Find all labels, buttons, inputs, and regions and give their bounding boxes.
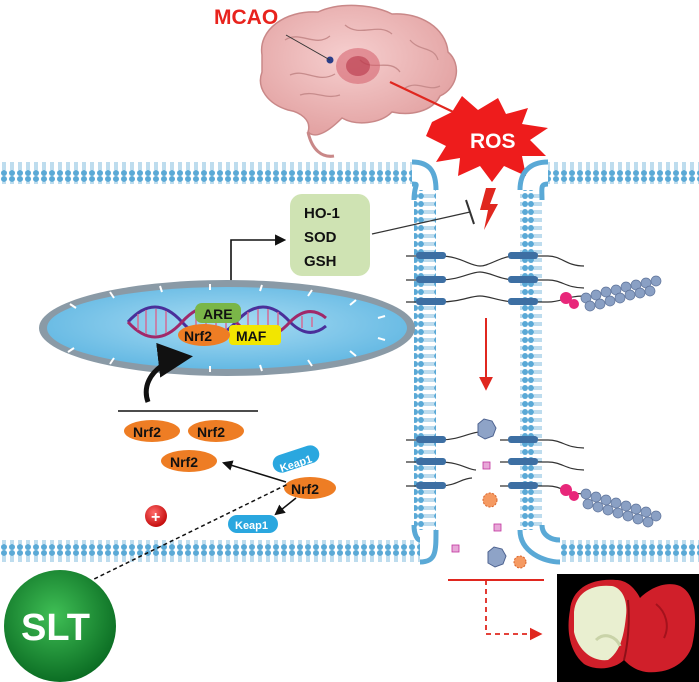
nuclear-translocation-arrow	[143, 342, 193, 403]
nrf2-free-3	[161, 450, 217, 472]
nrf2-bound-pill	[284, 477, 336, 499]
nrf2-free-1	[124, 420, 180, 442]
maf-label: MAF	[236, 328, 267, 344]
junction-bead-chain-lower	[560, 484, 662, 528]
slt-action-line	[87, 483, 289, 583]
leaking-particles	[451, 418, 527, 569]
plus-icon	[145, 505, 167, 527]
slt-ball	[4, 570, 116, 682]
antioxidant-box	[290, 194, 370, 276]
nrf2-free-2	[188, 420, 244, 442]
antioxidant-ho1: HO-1	[304, 205, 340, 222]
nrf2-free-2-label: Nrf2	[197, 424, 225, 440]
mcao-label: MCAO	[214, 6, 278, 29]
brain-slice-photo	[557, 574, 699, 682]
junction-bead-chain-upper	[560, 275, 662, 312]
keap1-top-pill	[272, 445, 320, 473]
antioxidant-gsh: GSH	[304, 253, 337, 270]
ros-burst	[426, 96, 548, 182]
nrf2-free-1-label: Nrf2	[133, 424, 161, 440]
keap1-bottom-pill	[228, 515, 278, 533]
infarct-arrow	[485, 580, 543, 641]
antioxidant-sod: SOD	[304, 229, 337, 246]
keap1-bottom-label: Keap1	[235, 520, 268, 532]
ros-label: ROS	[470, 130, 516, 153]
are-box	[195, 303, 241, 323]
nrf2-nuclear-label: Nrf2	[184, 328, 212, 344]
cell-membrane-left-vertical	[414, 190, 436, 530]
cell-membrane-right-vertical	[520, 190, 542, 530]
cell-membrane-top	[0, 159, 699, 201]
nucleus	[39, 280, 415, 376]
tight-junction-lower	[406, 431, 585, 495]
nrf2-free-3-label: Nrf2	[170, 454, 198, 470]
are-label: ARE	[203, 306, 233, 322]
release-keap1-arrow	[274, 497, 297, 516]
inhibition-bar	[465, 199, 475, 225]
brain-illustration	[259, 4, 458, 158]
nrf2-bound-label: Nrf2	[291, 481, 319, 497]
mcao-pointer-line	[285, 34, 331, 61]
cell-membrane-bottom	[0, 524, 699, 565]
nrf2-nuclear-pill	[178, 324, 230, 346]
are-to-antioxidant-arrow	[230, 234, 287, 292]
lightning-bolt-icon	[480, 188, 498, 230]
inhibition-line	[371, 211, 471, 235]
slt-label: SLT	[21, 607, 90, 649]
release-nrf2-arrow	[221, 460, 287, 483]
plus-label: +	[151, 509, 160, 526]
maf-box	[229, 325, 281, 345]
